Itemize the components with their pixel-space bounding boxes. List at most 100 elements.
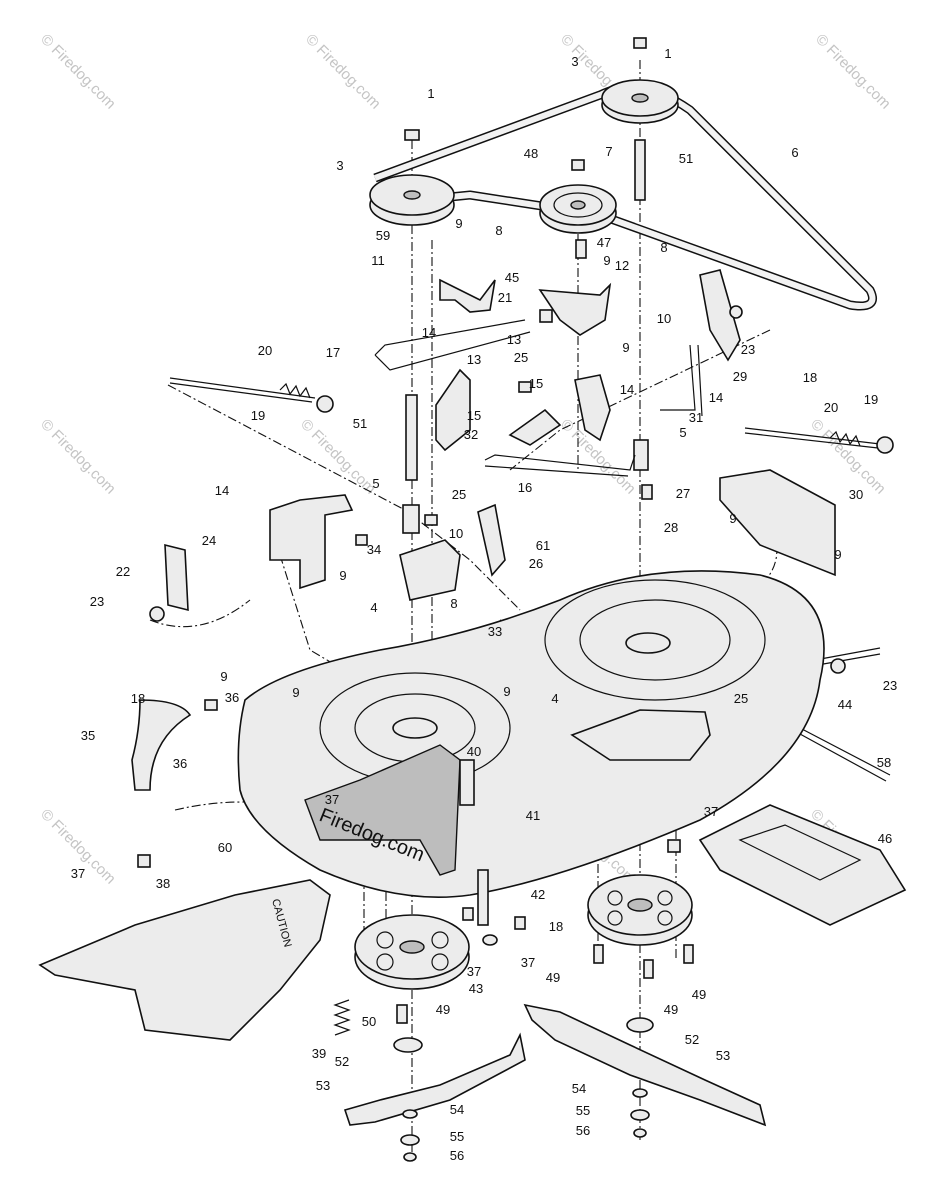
callout-15: 15 bbox=[529, 376, 543, 391]
callout-61: 61 bbox=[536, 538, 550, 553]
callout-23: 23 bbox=[90, 594, 104, 609]
callout-3: 3 bbox=[336, 158, 343, 173]
callout-38: 38 bbox=[156, 876, 170, 891]
callout-23: 23 bbox=[741, 342, 755, 357]
callout-24: 24 bbox=[202, 533, 216, 548]
watermark: © Firedog.com bbox=[37, 416, 119, 498]
callout-54: 54 bbox=[572, 1081, 586, 1096]
callout-32: 32 bbox=[464, 427, 478, 442]
callout-19: 19 bbox=[251, 408, 265, 423]
callout-1: 1 bbox=[427, 86, 434, 101]
callout-37: 37 bbox=[521, 955, 535, 970]
pulley-nuts bbox=[404, 37, 647, 171]
callout-37: 37 bbox=[704, 804, 718, 819]
callout-25: 25 bbox=[452, 487, 466, 502]
callout-14: 14 bbox=[620, 382, 634, 397]
callout-52: 52 bbox=[335, 1054, 349, 1069]
callout-9: 9 bbox=[622, 340, 629, 355]
callout-47: 47 bbox=[597, 235, 611, 250]
callout-9: 9 bbox=[220, 669, 227, 684]
spindle-shafts bbox=[402, 139, 649, 534]
callout-52: 52 bbox=[685, 1032, 699, 1047]
callout-53: 53 bbox=[316, 1078, 330, 1093]
callout-9: 9 bbox=[339, 568, 346, 583]
right-spindle-pulley bbox=[601, 79, 679, 124]
callout-30: 30 bbox=[849, 487, 863, 502]
callout-33: 33 bbox=[488, 624, 502, 639]
callout-35: 35 bbox=[81, 728, 95, 743]
callout-50: 50 bbox=[362, 1014, 376, 1029]
callout-51: 51 bbox=[679, 151, 693, 166]
callout-19: 19 bbox=[864, 392, 878, 407]
callout-21: 21 bbox=[498, 290, 512, 305]
callout-7: 7 bbox=[605, 144, 612, 159]
callout-53: 53 bbox=[716, 1048, 730, 1063]
callout-14: 14 bbox=[709, 390, 723, 405]
idler-pulley bbox=[539, 184, 617, 234]
callout-4: 4 bbox=[551, 691, 558, 706]
left-spindle-pulley bbox=[369, 174, 455, 226]
callout-9: 9 bbox=[834, 547, 841, 562]
watermark: © Firedog.com bbox=[812, 31, 894, 113]
callout-48: 48 bbox=[524, 146, 538, 161]
callout-59: 59 bbox=[376, 228, 390, 243]
callout-28: 28 bbox=[664, 520, 678, 535]
callout-9: 9 bbox=[729, 511, 736, 526]
side-brackets bbox=[131, 469, 836, 791]
watermark: © Firedog.com bbox=[807, 416, 889, 498]
callout-15: 15 bbox=[467, 408, 481, 423]
callout-51: 51 bbox=[353, 416, 367, 431]
callout-31: 31 bbox=[689, 410, 703, 425]
callout-5: 5 bbox=[679, 425, 686, 440]
callout-10: 10 bbox=[657, 311, 671, 326]
callout-36: 36 bbox=[225, 690, 239, 705]
callout-18: 18 bbox=[549, 919, 563, 934]
mower-blades bbox=[343, 1003, 767, 1127]
callout-55: 55 bbox=[450, 1129, 464, 1144]
callout-56: 56 bbox=[450, 1148, 464, 1163]
callout-36: 36 bbox=[173, 756, 187, 771]
callout-49: 49 bbox=[436, 1002, 450, 1017]
callout-42: 42 bbox=[531, 887, 545, 902]
callout-20: 20 bbox=[824, 400, 838, 415]
callout-55: 55 bbox=[576, 1103, 590, 1118]
callout-54: 54 bbox=[450, 1102, 464, 1117]
rear-hanger-bracket bbox=[698, 804, 907, 926]
callout-5: 5 bbox=[372, 476, 379, 491]
callout-34: 34 bbox=[367, 542, 381, 557]
callout-58: 58 bbox=[877, 755, 891, 770]
callout-17: 17 bbox=[326, 345, 340, 360]
mower-deck-housing: Firedog.com bbox=[237, 570, 825, 899]
callout-26: 26 bbox=[529, 556, 543, 571]
callout-9: 9 bbox=[292, 685, 299, 700]
callout-56: 56 bbox=[576, 1123, 590, 1138]
blade-washers bbox=[400, 1088, 650, 1162]
callout-9: 9 bbox=[455, 216, 462, 231]
callout-37: 37 bbox=[71, 866, 85, 881]
callout-45: 45 bbox=[505, 270, 519, 285]
callout-23: 23 bbox=[883, 678, 897, 693]
callout-4: 4 bbox=[370, 600, 377, 615]
callout-13: 13 bbox=[507, 332, 521, 347]
idler-arm-bracket bbox=[435, 269, 741, 452]
callout-3: 3 bbox=[571, 54, 578, 69]
callout-8: 8 bbox=[660, 240, 667, 255]
callout-49: 49 bbox=[664, 1002, 678, 1017]
callout-43: 43 bbox=[469, 981, 483, 996]
callout-8: 8 bbox=[495, 223, 502, 238]
callout-22: 22 bbox=[116, 564, 130, 579]
callout-49: 49 bbox=[546, 970, 560, 985]
callout-41: 41 bbox=[526, 808, 540, 823]
callout-25: 25 bbox=[514, 350, 528, 365]
callout-25: 25 bbox=[734, 691, 748, 706]
callout-37: 37 bbox=[467, 964, 481, 979]
callout-40: 40 bbox=[467, 744, 481, 759]
callout-8: 8 bbox=[450, 596, 457, 611]
callout-6: 6 bbox=[791, 145, 798, 160]
callout-20: 20 bbox=[258, 343, 272, 358]
callout-29: 29 bbox=[733, 369, 747, 384]
callout-39: 39 bbox=[312, 1046, 326, 1061]
callout-44: 44 bbox=[838, 697, 852, 712]
